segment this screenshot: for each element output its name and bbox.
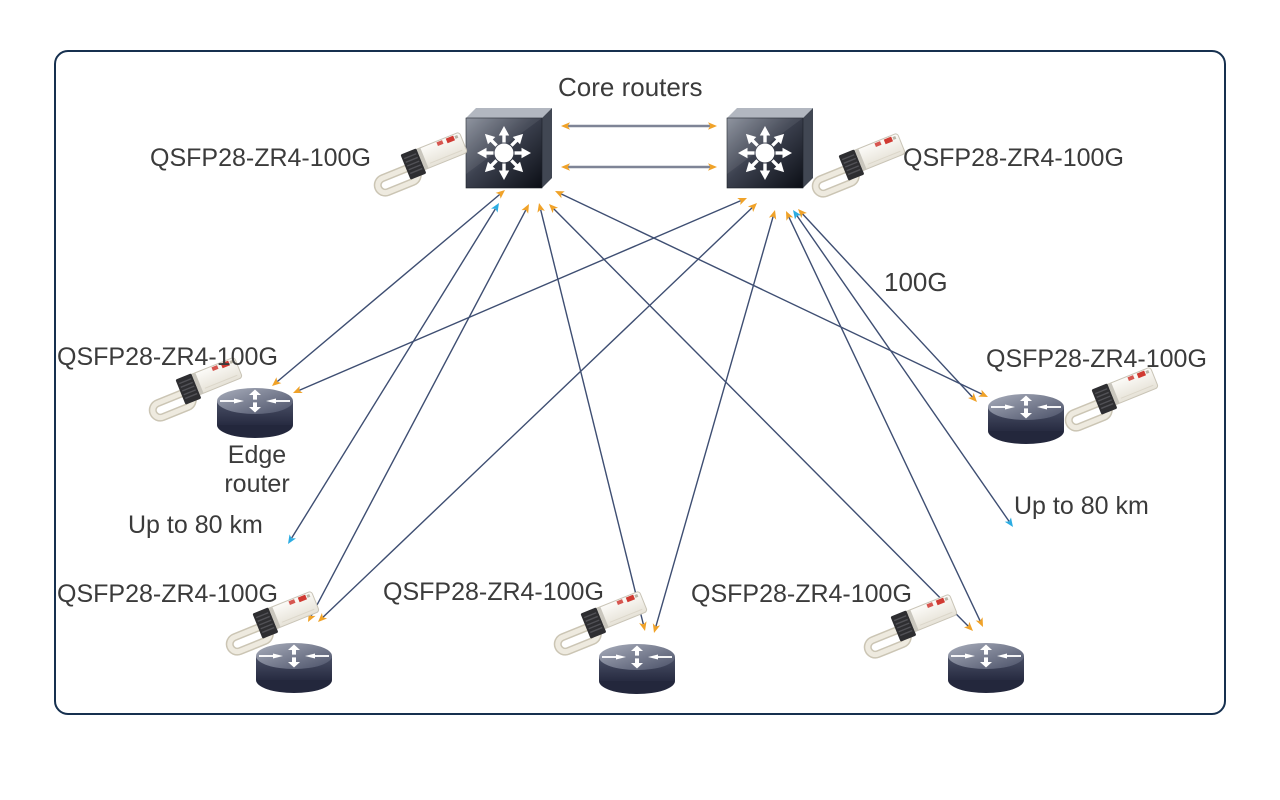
arrowhead [747,203,757,212]
core-router-left-icon [464,106,554,190]
qsfp-label-core-right: QSFP28-ZR4-100G [903,144,1124,172]
link-line [802,213,973,398]
link-line [299,200,741,391]
qsfp-label-core-left: QSFP28-ZR4-100G [150,144,371,172]
arrowhead [639,621,647,631]
link-line [561,193,982,395]
link-line [322,207,753,618]
arrowhead [561,163,570,171]
speed-label-100g: 100G [884,267,948,297]
link-line [276,193,501,383]
transceiver-edge-right-icon [1055,364,1167,432]
arrowhead [708,122,717,130]
link-line [291,208,496,539]
distance-label-left: Up to 80 km [128,511,263,539]
distance-label-right: Up to 80 km [1014,492,1149,520]
arrowhead [495,190,505,199]
link-line [540,209,644,625]
arrowhead [798,209,807,219]
arrowhead [652,623,661,633]
arrowhead [737,198,747,206]
arrowhead [708,163,717,171]
arrowhead [968,392,977,402]
arrowhead [288,534,296,544]
arrowhead [963,621,973,631]
link-line [788,217,981,621]
arrowhead [786,211,794,221]
arrowhead [293,385,303,393]
arrowhead [978,389,988,397]
arrowhead [521,204,529,214]
diagram-border [54,50,1226,715]
edge-router-right-icon [986,392,1066,446]
arrowhead [1004,517,1013,527]
edge-router-caption: Edge router [224,441,290,498]
arrowhead [491,203,499,213]
qsfp-label-access-1: QSFP28-ZR4-100G [57,580,278,608]
transceiver-core-right-icon [802,130,914,198]
transceiver-core-left-icon [364,129,476,197]
arrowhead [555,191,565,199]
arrowhead [793,210,802,220]
arrowhead [561,122,570,130]
arrowhead [318,613,328,622]
arrowhead [975,617,983,627]
core-routers-title: Core routers [558,72,703,102]
qsfp-label-access-2: QSFP28-ZR4-100G [383,578,604,606]
qsfp-label-edge-right: QSFP28-ZR4-100G [986,345,1207,373]
link-line [655,216,774,627]
link-line [310,209,527,617]
arrowhead [768,210,777,220]
link-line [553,208,969,627]
qsfp-label-access-3: QSFP28-ZR4-100G [691,580,912,608]
qsfp-label-edge-left: QSFP28-ZR4-100G [57,343,278,371]
arrowhead [537,203,545,213]
link-line [796,215,1010,522]
arrowhead [272,377,282,386]
arrowhead [549,204,559,214]
